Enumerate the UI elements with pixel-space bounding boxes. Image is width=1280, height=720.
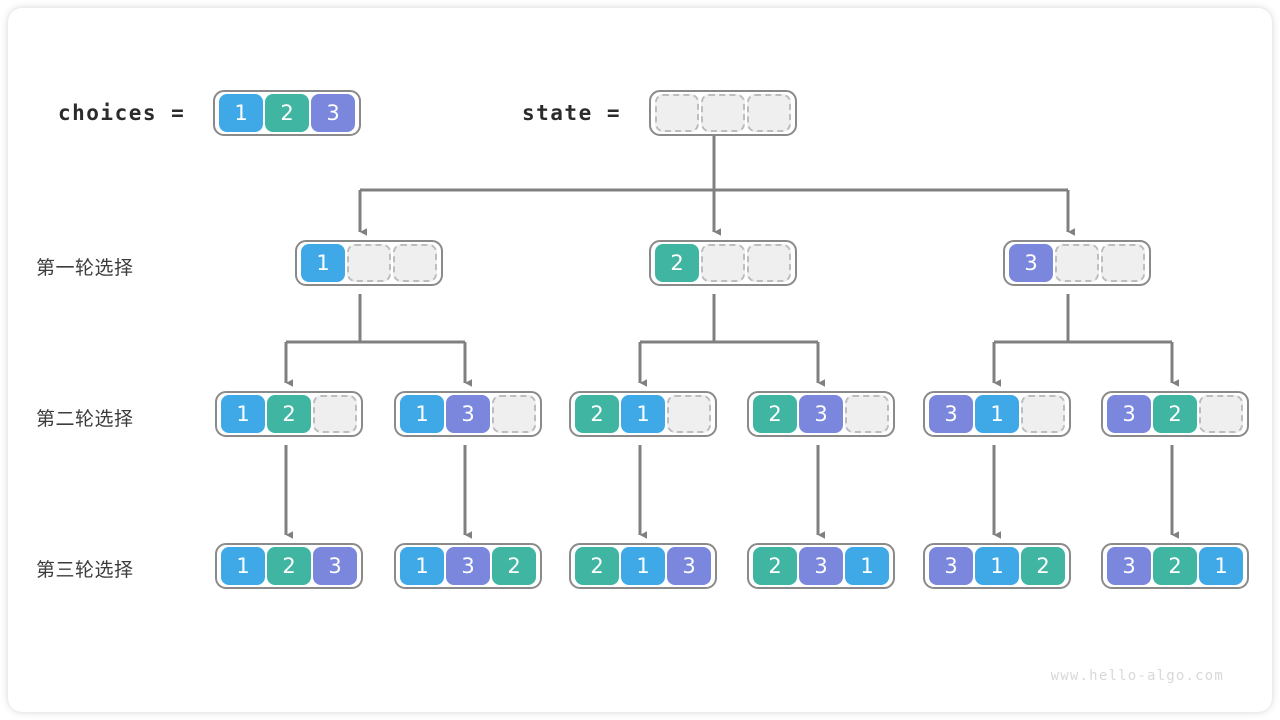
array-cell-value: 2 bbox=[575, 395, 619, 433]
array-cell-empty bbox=[313, 395, 357, 433]
array-cell-value: 3 bbox=[446, 547, 490, 585]
array-cell-value: 1 bbox=[621, 395, 665, 433]
array-cell-value: 2 bbox=[267, 547, 311, 585]
array-cell-empty bbox=[747, 94, 791, 132]
array-cell-value: 1 bbox=[221, 395, 265, 433]
array-cell-value: 3 bbox=[1009, 244, 1053, 282]
array-cell-value: 3 bbox=[311, 94, 355, 132]
array-cell-value: 3 bbox=[446, 395, 490, 433]
array-cell-value: 3 bbox=[1107, 547, 1151, 585]
row-label-round-1: 第一轮选择 bbox=[36, 257, 134, 279]
array-cell-value: 2 bbox=[492, 547, 536, 585]
row-label-round-3: 第三轮选择 bbox=[36, 559, 134, 581]
array-cell-value: 1 bbox=[975, 395, 1019, 433]
array-cell-empty bbox=[1021, 395, 1065, 433]
array-cell-value: 1 bbox=[621, 547, 665, 585]
array-cell-value: 2 bbox=[753, 395, 797, 433]
array-cell-value: 1 bbox=[975, 547, 1019, 585]
node-round1-1: 1 bbox=[295, 240, 443, 286]
array-cell-value: 2 bbox=[1021, 547, 1065, 585]
array-cell-empty bbox=[1199, 395, 1243, 433]
array-cell-empty bbox=[1055, 244, 1099, 282]
array-cell-value: 2 bbox=[575, 547, 619, 585]
array-cell-value: 2 bbox=[265, 94, 309, 132]
connector-layer bbox=[284, 132, 1179, 539]
array-cell-empty bbox=[701, 94, 745, 132]
array-cell-value: 1 bbox=[219, 94, 263, 132]
array-cell-empty bbox=[667, 395, 711, 433]
array-cell-value: 2 bbox=[655, 244, 699, 282]
array-cell-empty bbox=[347, 244, 391, 282]
node-round1-2: 2 bbox=[649, 240, 797, 286]
array-cell-value: 1 bbox=[845, 547, 889, 585]
array-cell-empty bbox=[747, 244, 791, 282]
array-cell-value: 3 bbox=[1107, 395, 1151, 433]
array-cell-value: 2 bbox=[1153, 395, 1197, 433]
array-cell-value: 2 bbox=[753, 547, 797, 585]
row-label-round-2: 第二轮选择 bbox=[36, 408, 134, 430]
array-cell-empty bbox=[393, 244, 437, 282]
array-cell-value: 1 bbox=[301, 244, 345, 282]
array-cell-empty bbox=[701, 244, 745, 282]
node-round1-3: 3 bbox=[1003, 240, 1151, 286]
array-cell-value: 1 bbox=[400, 547, 444, 585]
array-cell-empty bbox=[655, 94, 699, 132]
array-cell-value: 3 bbox=[313, 547, 357, 585]
array-cell-value: 3 bbox=[929, 395, 973, 433]
array-cell-value: 2 bbox=[267, 395, 311, 433]
array-cell-value: 3 bbox=[799, 395, 843, 433]
array-cell-empty bbox=[845, 395, 889, 433]
array-cell-empty bbox=[492, 395, 536, 433]
array-cell-empty bbox=[1101, 244, 1145, 282]
array-cell-value: 3 bbox=[667, 547, 711, 585]
watermark: www.hello-algo.com bbox=[1050, 668, 1224, 684]
choices-label: choices = bbox=[58, 101, 186, 125]
state-label: state = bbox=[522, 101, 622, 125]
array-cell-value: 3 bbox=[799, 547, 843, 585]
array-cell-value: 1 bbox=[221, 547, 265, 585]
state-array bbox=[649, 90, 797, 136]
array-cell-value: 1 bbox=[1199, 547, 1243, 585]
array-cell-value: 1 bbox=[400, 395, 444, 433]
array-cell-value: 2 bbox=[1153, 547, 1197, 585]
array-cell-value: 3 bbox=[929, 547, 973, 585]
